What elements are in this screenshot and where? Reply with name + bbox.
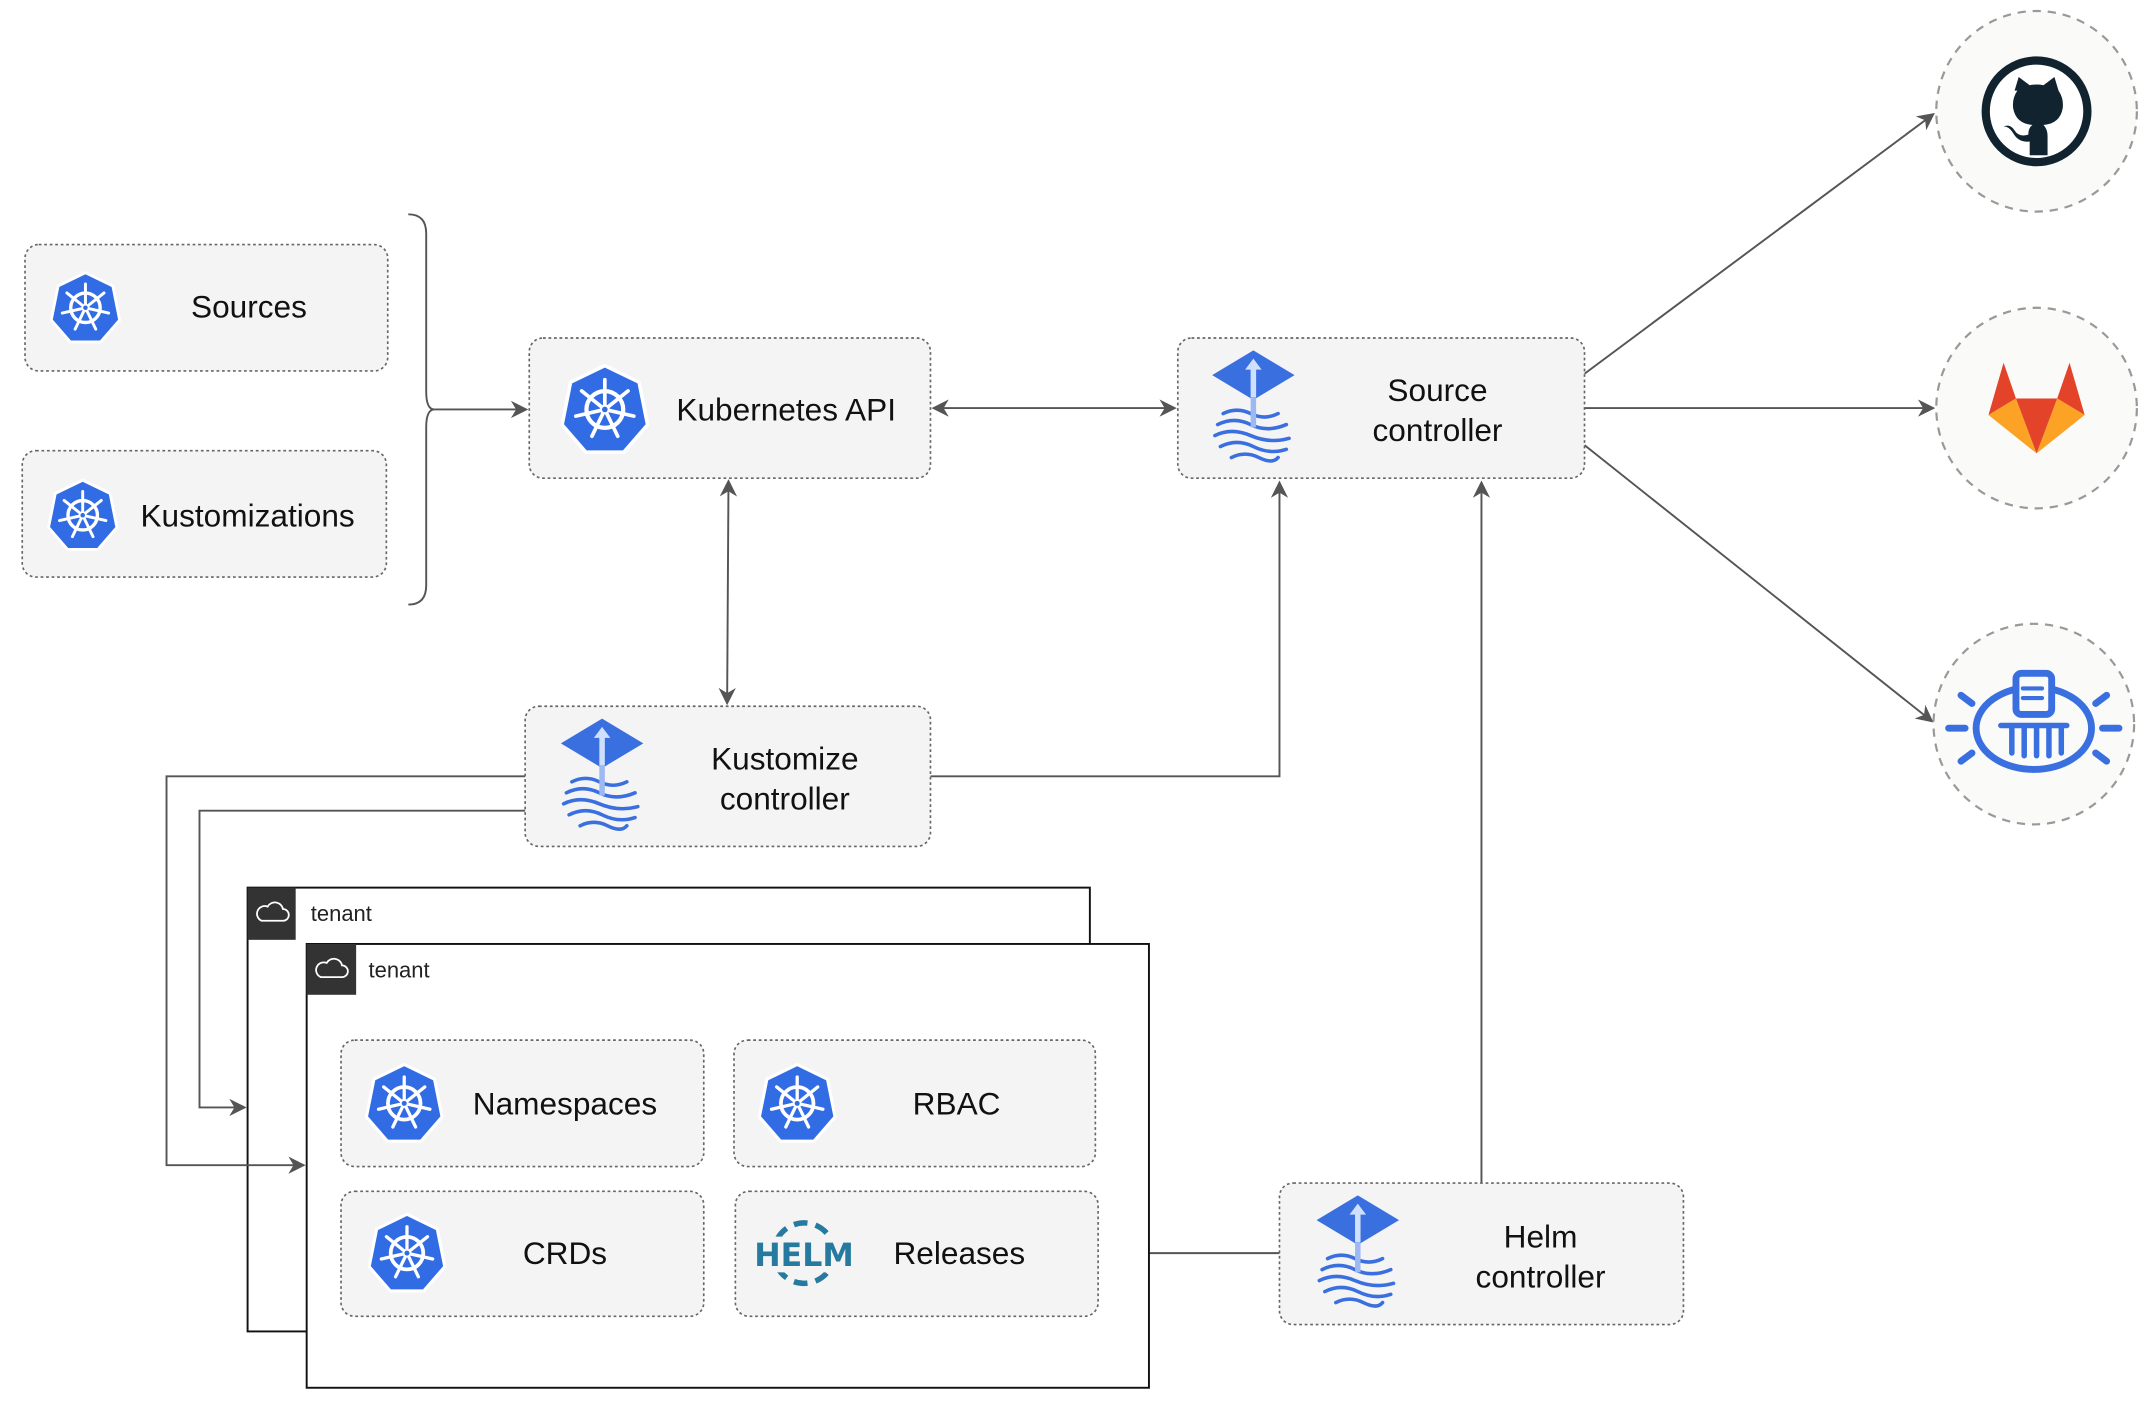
kubernetes-icon: [46, 478, 119, 552]
kubernetes-icon: [757, 1062, 837, 1144]
node-rbac[interactable]: RBAC: [733, 1039, 1097, 1168]
node-source-controller[interactable]: Source controller: [1176, 337, 1586, 479]
edge-source-to-github: [1583, 113, 1935, 375]
node-namespaces[interactable]: Namespaces: [340, 1039, 705, 1168]
edge-kustomize-to-source: [930, 480, 1289, 778]
edge-source-to-bucket: [1583, 444, 1934, 723]
node-label: Kubernetes API: [676, 391, 896, 427]
node-label: Sources: [191, 288, 307, 324]
kubernetes-icon: [49, 271, 122, 344]
edge-kustomize-to-tenant-back: [198, 809, 526, 1117]
node-sources[interactable]: Sources: [24, 243, 389, 372]
node-kustomize-controller[interactable]: Kustomize controller: [524, 705, 932, 848]
node-label: Helm: [1504, 1219, 1578, 1255]
node-releases[interactable]: HELM Releases: [734, 1190, 1099, 1318]
github-icon: [1981, 56, 2092, 167]
grouping-brace: [408, 213, 435, 606]
node-label: Namespaces: [473, 1085, 657, 1121]
gitlab-icon: [1988, 362, 2085, 454]
external-gitlab[interactable]: [1935, 306, 2138, 510]
node-label: RBAC: [913, 1085, 1001, 1121]
svg-text:HELM: HELM: [754, 1238, 854, 1274]
edge-api-kustomize-controller: [718, 479, 738, 706]
external-github[interactable]: [1935, 9, 2138, 213]
kubernetes-icon: [562, 366, 647, 453]
node-label: Kustomizations: [140, 497, 354, 533]
node-crds[interactable]: CRDs: [340, 1190, 705, 1318]
node-helm-controller[interactable]: Helm controller: [1278, 1182, 1685, 1326]
node-label: Releases: [893, 1235, 1025, 1271]
node-label: controller: [1373, 412, 1503, 448]
external-bucket[interactable]: [1932, 622, 2136, 826]
tenant-label: tenant: [311, 901, 372, 926]
node-label: controller: [1476, 1258, 1606, 1294]
kubernetes-icon: [367, 1212, 447, 1293]
helm-icon: HELM: [754, 1220, 854, 1287]
node-kubernetes-api[interactable]: Kubernetes API: [528, 337, 932, 479]
tenant-label: tenant: [369, 958, 430, 983]
node-label: Kustomize: [711, 740, 858, 776]
kubernetes-icon: [364, 1062, 444, 1144]
node-kustomizations[interactable]: Kustomizations: [21, 449, 388, 578]
node-label: CRDs: [523, 1235, 607, 1271]
edge-kustomize-to-tenant-front: [165, 775, 526, 1174]
node-label: Source: [1387, 372, 1487, 408]
node-label: controller: [720, 780, 850, 816]
bucket-icon: [1945, 669, 2123, 773]
